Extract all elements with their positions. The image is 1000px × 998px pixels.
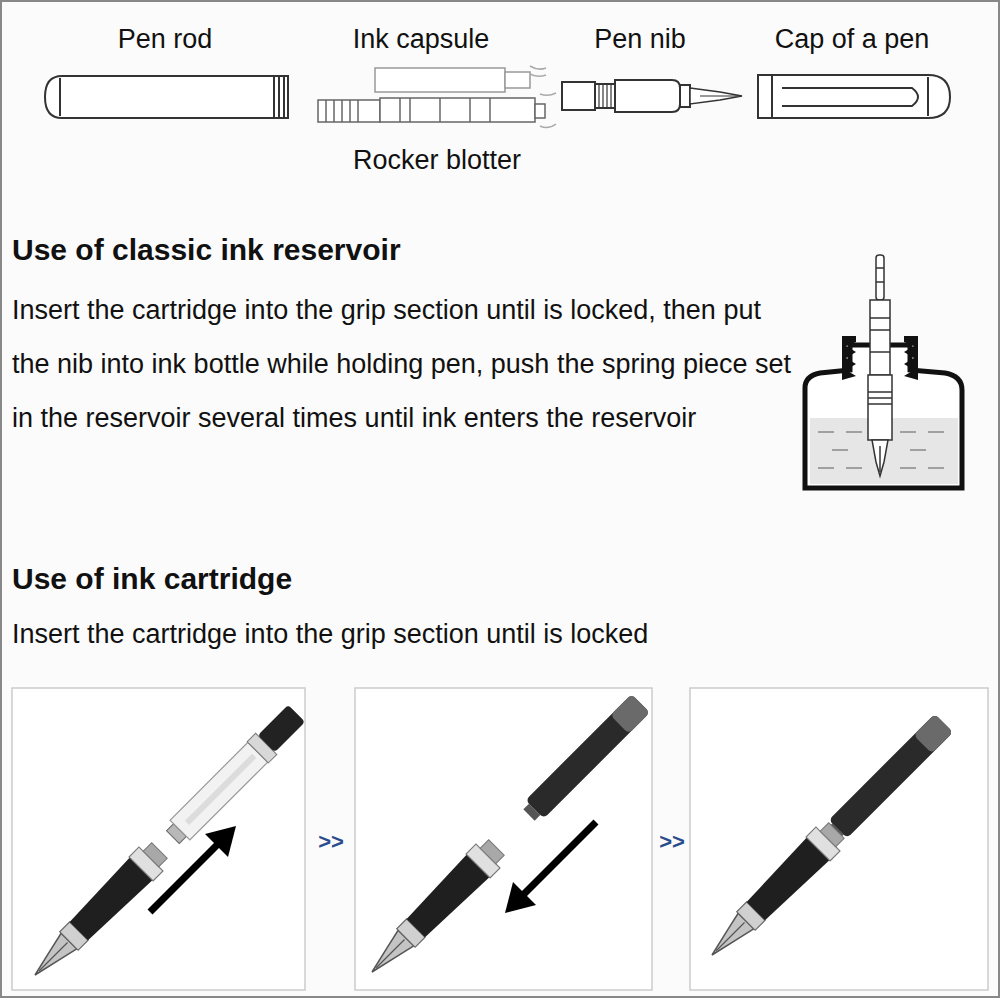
part-name-box: Ink capsule (291, 22, 551, 56)
step-separator: >> (650, 828, 694, 856)
pen-cap-drawing (758, 75, 950, 118)
instruction-text-box: Insert the cartridge into the grip secti… (12, 283, 792, 445)
ink-capsule-drawing (375, 66, 546, 92)
section-heading: Use of classic ink reservoir (12, 231, 792, 269)
section-heading-box: Use of ink cartridge (12, 560, 792, 598)
part-name-box: Cap of a pen (707, 22, 997, 56)
assembled-pen (700, 711, 956, 967)
photo-panel (355, 688, 652, 990)
part-name: Cap of a pen (707, 22, 997, 56)
pen-with-converter (23, 701, 309, 987)
insert-arrow (150, 826, 236, 912)
pen-with-cartridge (360, 691, 653, 984)
section-heading: Use of ink cartridge (12, 560, 792, 598)
photo-panel (690, 688, 988, 990)
part-name: Rocker blotter (297, 143, 577, 177)
step-separator-box: >> (309, 828, 353, 856)
part-name: Pen nib (530, 22, 750, 56)
instruction-text: Insert the cartridge into the grip secti… (12, 283, 792, 445)
insert-arrow (505, 822, 596, 913)
part-name-box: Rocker blotter (297, 143, 577, 177)
instruction-text-box: Insert the cartridge into the grip secti… (12, 617, 952, 651)
pen-nib-drawing (562, 80, 742, 112)
rocker-blotter-drawing (318, 93, 556, 128)
pen-rod-drawing (45, 76, 288, 118)
instruction-text: Insert the cartridge into the grip secti… (12, 617, 952, 651)
part-name: Ink capsule (291, 22, 551, 56)
part-name: Pen rod (35, 22, 295, 56)
section-heading-box: Use of classic ink reservoir (12, 231, 792, 269)
step-separator-box: >> (650, 828, 694, 856)
part-name-box: Pen nib (530, 22, 750, 56)
step-separator: >> (309, 828, 353, 856)
part-name-box: Pen rod (35, 22, 295, 56)
pen-in-bottle (868, 255, 892, 476)
